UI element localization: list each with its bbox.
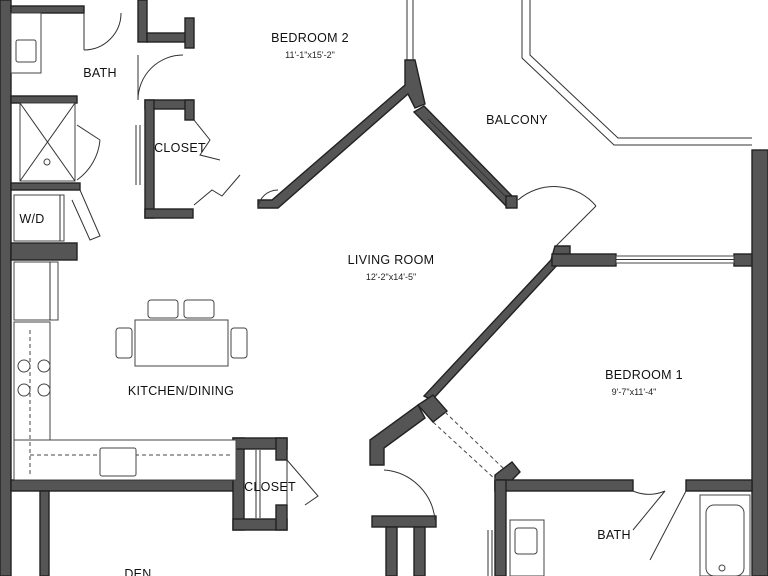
washer-dryer bbox=[13, 194, 65, 242]
windows bbox=[427, 118, 735, 264]
room-labels: BEDROOM 2 11'-1"x15'-2" BATH CLOSET BALC… bbox=[19, 31, 682, 576]
balcony-outline bbox=[521, 0, 752, 146]
dining-table bbox=[134, 319, 229, 367]
bath-lower-label: BATH bbox=[597, 528, 631, 542]
washer-dryer-label: W/D bbox=[19, 212, 44, 226]
counter-left bbox=[13, 321, 51, 441]
kitchen-sink bbox=[99, 447, 137, 477]
refrigerator bbox=[13, 261, 59, 321]
kitchen-dining-label: KITCHEN/DINING bbox=[128, 384, 234, 398]
bedroom1-label: BEDROOM 1 bbox=[605, 368, 683, 382]
living-room-label: LIVING ROOM bbox=[348, 253, 435, 267]
fixtures bbox=[10, 12, 751, 576]
den-label: DEN bbox=[124, 567, 151, 576]
bath-upper-label: BATH bbox=[83, 66, 117, 80]
bedroom2-dims: 11'-1"x15'-2" bbox=[285, 50, 335, 60]
balcony-label: BALCONY bbox=[486, 113, 548, 127]
closet-upper-label: CLOSET bbox=[154, 141, 206, 155]
closet-lower-label: CLOSET bbox=[244, 480, 296, 494]
living-room-dims: 12'-2"x14'-5" bbox=[366, 272, 416, 282]
bedroom1-dims: 9'-7"x11'-4" bbox=[612, 387, 657, 397]
doors bbox=[71, 12, 687, 561]
bedroom2-label: BEDROOM 2 bbox=[271, 31, 349, 45]
